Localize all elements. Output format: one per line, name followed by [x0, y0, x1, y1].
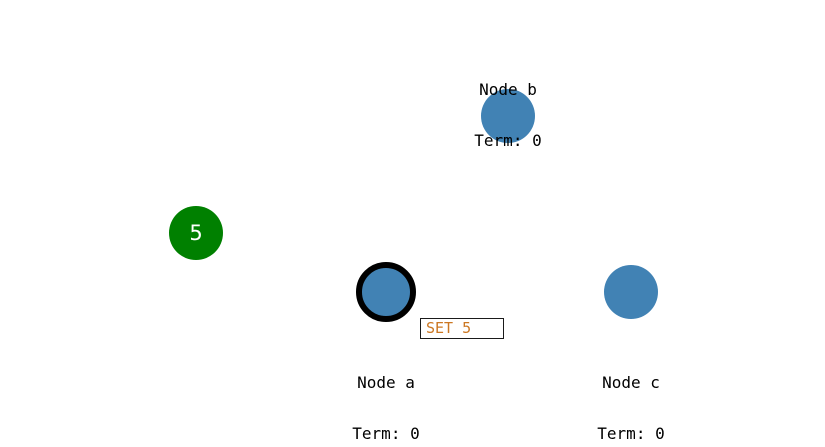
message-token[interactable]: 5 [169, 206, 223, 260]
node-c-name: Node c [602, 373, 660, 392]
node-b-label: Node b Term: 0 [448, 47, 568, 183]
node-b-name: Node b [479, 80, 537, 99]
node-a-circle[interactable] [356, 262, 416, 322]
node-a-label: Node a Term: 0 [326, 340, 446, 447]
node-b-term: Term: 0 [474, 131, 542, 150]
command-box-text: SET 5 [426, 319, 472, 337]
node-c-term: Term: 0 [597, 424, 665, 443]
message-token-value: 5 [189, 220, 203, 245]
node-c-circle[interactable] [604, 265, 658, 319]
node-a-term: Term: 0 [352, 424, 420, 443]
node-b-circle[interactable] [481, 89, 535, 143]
command-box[interactable]: SET 5 [420, 318, 504, 339]
node-a-name: Node a [357, 373, 415, 392]
node-c-label: Node c Term: 0 [571, 340, 691, 447]
